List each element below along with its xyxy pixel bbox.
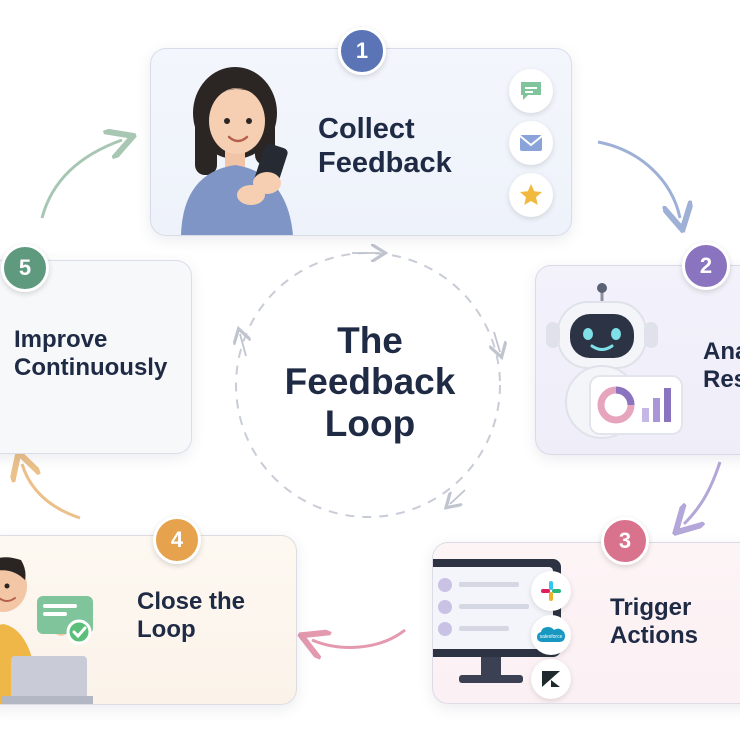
center-title-line-3: Loop — [324, 402, 416, 444]
center-title-line-2: Feedback — [284, 361, 456, 403]
arrow-5-to-1 — [40, 140, 122, 219]
step-card-close-the-loop — [0, 535, 297, 705]
center-title-line-1: The — [337, 320, 403, 361]
zendesk-icon — [531, 659, 571, 699]
salesforce-logo-text: salesforce — [540, 634, 563, 640]
man-with-laptop-illustration — [0, 557, 93, 704]
dashed-loop-circle — [235, 252, 501, 518]
step-2-badge: 2 — [682, 242, 730, 290]
star-icon — [509, 173, 553, 217]
step-2-label: AnaRes — [703, 338, 740, 394]
arrow-3-to-4 — [312, 628, 406, 647]
step-5-badge: 5 — [1, 244, 49, 292]
step-card-analyze-results — [535, 265, 740, 455]
step-3-badge: 3 — [601, 517, 649, 565]
robot-analytics-illustration — [546, 283, 683, 439]
slack-icon — [531, 571, 571, 611]
step-card-improve-continuously — [0, 260, 192, 454]
center-title: The Feedback Loop — [250, 320, 490, 444]
mail-icon — [509, 121, 553, 165]
woman-with-phone-illustration — [181, 67, 293, 235]
step-1-badge: 1 — [338, 27, 386, 75]
step-card-trigger-actions: salesforce — [432, 542, 740, 704]
monitor-dashboard-illustration — [433, 559, 561, 683]
salesforce-icon: salesforce — [531, 615, 571, 655]
step-4-badge: 4 — [153, 516, 201, 564]
arrow-1-to-2 — [597, 140, 680, 218]
chat-bubble-icon — [509, 69, 553, 113]
step-card-collect-feedback — [150, 48, 572, 236]
arrow-2-to-3 — [684, 461, 722, 524]
arrow-4-to-5 — [22, 464, 81, 520]
